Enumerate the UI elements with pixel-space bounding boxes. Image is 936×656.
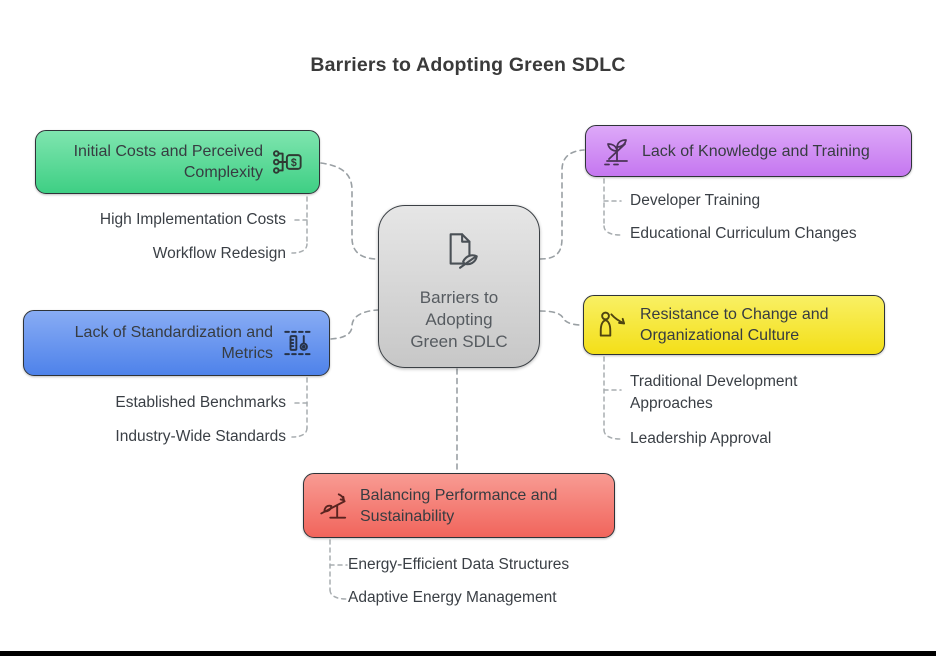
balance-leaf-icon — [316, 488, 352, 524]
branch-node-knowledge-label: Lack of Knowledge and Training — [642, 142, 870, 160]
branch-node-costs: Initial Costs and Perceived Complexity $ — [35, 130, 320, 194]
sub-item-high-implementation-costs: High Implementation Costs — [99, 211, 286, 228]
svg-text:$: $ — [291, 157, 297, 169]
sub-item-energy-efficient-data-structures: Energy-Efficient Data Structures — [348, 556, 570, 573]
sub-item-workflow-redesign: Workflow Redesign — [152, 245, 286, 262]
branch-node-knowledge: Lack of Knowledge and Training — [585, 125, 912, 177]
center-node: Barriers to Adopting Green SDLC — [378, 205, 540, 368]
diagram-title: Barriers to Adopting Green SDLC — [310, 54, 626, 76]
document-leaf-icon — [435, 226, 483, 279]
sub-item-leadership-approval: Leadership Approval — [630, 430, 772, 447]
sub-item-established-benchmarks: Established Benchmarks — [115, 394, 286, 411]
link-costs-children — [290, 196, 308, 254]
ruler-metrics-icon — [281, 325, 317, 361]
sub-item-educational-curriculum-changes: Educational Curriculum Changes — [630, 225, 857, 242]
sprout-icon — [598, 134, 634, 168]
price-tag-flow-icon: $ — [271, 144, 307, 180]
branch-node-costs-label: Initial Costs and Perceived Complexity — [73, 143, 263, 181]
center-node-label: Barriers to Adopting Green SDLC — [410, 288, 508, 351]
branch-node-resistance: Resistance to Change and Organizational … — [583, 295, 885, 355]
person-change-arrow-icon — [596, 307, 632, 343]
link-center-knowledge — [539, 149, 585, 260]
link-knowledge-children — [603, 178, 622, 236]
branch-node-resistance-label: Resistance to Change and Organizational … — [640, 306, 829, 344]
branch-node-balance-label: Balancing Performance and Sustainability — [360, 486, 558, 525]
branch-node-standardization: Lack of Standardization and Metrics — [23, 310, 330, 376]
branch-node-balance: Balancing Performance and Sustainability — [303, 473, 615, 538]
link-center-resistance — [539, 310, 583, 326]
sub-item-traditional-development-approaches: Traditional Development Approaches — [630, 373, 798, 412]
link-resistance-children — [603, 356, 622, 440]
link-standardization-children — [290, 377, 308, 438]
bottom-black-bar — [0, 651, 936, 656]
branch-node-standardization-label: Lack of Standardization and Metrics — [74, 324, 273, 362]
link-balance-children — [329, 539, 348, 600]
sub-item-industry-wide-standards: Industry-Wide Standards — [115, 428, 286, 445]
link-center-costs — [320, 162, 379, 260]
sub-item-adaptive-energy-management: Adaptive Energy Management — [348, 589, 557, 606]
sub-item-developer-training: Developer Training — [630, 192, 761, 209]
link-center-standardization — [330, 309, 379, 340]
